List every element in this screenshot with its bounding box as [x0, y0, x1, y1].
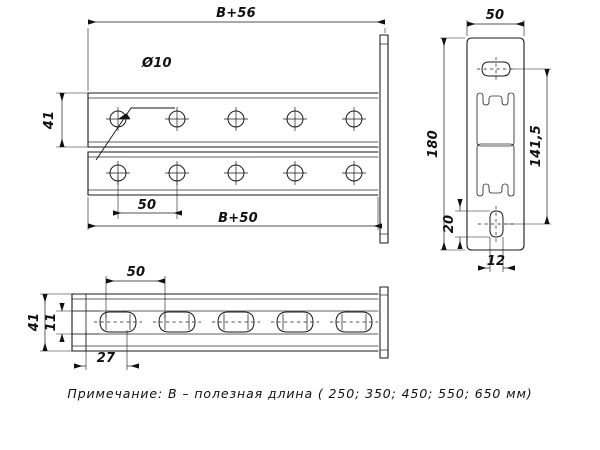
side-plate-outline	[466, 37, 525, 251]
side-lower-channel-profile	[476, 143, 515, 197]
hole	[165, 107, 189, 131]
dim-label-180: 180	[426, 130, 441, 158]
slot	[94, 311, 142, 333]
hole	[224, 161, 248, 185]
dimension-50-width: 50	[466, 8, 525, 36]
top-plan-view: 50 41 11 27	[27, 265, 389, 370]
dimension-20: 20	[442, 198, 490, 249]
dimension-41-top: 41	[27, 293, 72, 352]
front-lower-channel	[87, 151, 379, 196]
dim-label-41-top: 41	[27, 313, 42, 333]
side-section-view: 50 180 141,5 20	[426, 8, 551, 272]
front-elevation-view: B+56 41 Ø10 50	[42, 6, 389, 244]
dimension-180: 180	[426, 37, 465, 251]
hole	[342, 107, 366, 131]
slot	[212, 311, 260, 333]
hole	[342, 161, 366, 185]
hole	[283, 107, 307, 131]
dimension-141-5: 141,5	[505, 68, 551, 225]
dimension-27: 27	[73, 330, 139, 370]
dim-label-20: 20	[442, 215, 457, 234]
dimension-41-front: 41	[42, 92, 88, 148]
dimension-50-pitch-top: 50	[105, 265, 166, 318]
dim-label-11: 11	[44, 313, 59, 332]
dimension-11: 11	[44, 302, 100, 342]
front-upper-channel	[87, 92, 379, 148]
side-top-oval-hole	[477, 57, 515, 81]
front-lower-hole-row	[106, 161, 366, 185]
top-end-plate	[379, 286, 389, 359]
dim-label-50-width: 50	[486, 8, 505, 23]
front-upper-hole-row	[106, 107, 366, 131]
slot	[271, 311, 319, 333]
side-bottom-oval-hole	[478, 206, 514, 242]
hole	[224, 107, 248, 131]
dim-label-12: 12	[487, 254, 506, 269]
drawing-note: Примечание: В – полезная длина ( 250; 35…	[67, 386, 532, 401]
slot	[153, 311, 201, 333]
dim-label-50-pitch-top: 50	[127, 265, 146, 280]
dimension-b-plus-50: B+50	[87, 197, 382, 230]
side-upper-channel-profile	[476, 92, 515, 147]
top-body-outline	[71, 293, 379, 352]
dimension-diameter-10: Ø10	[95, 56, 175, 161]
dim-label-50-pitch-front: 50	[138, 198, 157, 213]
dim-label-27: 27	[97, 351, 116, 366]
top-slot-row	[94, 311, 378, 333]
hole	[283, 161, 307, 185]
dimension-50-pitch-front: 50	[112, 175, 182, 219]
dim-label-b-plus-56: B+56	[216, 6, 256, 21]
dim-label-diameter-10: Ø10	[141, 56, 172, 71]
front-end-plate	[379, 34, 389, 244]
dim-label-141-5: 141,5	[529, 125, 544, 167]
dim-label-41-front: 41	[42, 111, 57, 131]
dim-label-b-plus-50: B+50	[218, 211, 258, 226]
dimension-b-plus-56: B+56	[87, 6, 386, 91]
dimension-12: 12	[477, 237, 515, 272]
slot	[330, 311, 378, 333]
